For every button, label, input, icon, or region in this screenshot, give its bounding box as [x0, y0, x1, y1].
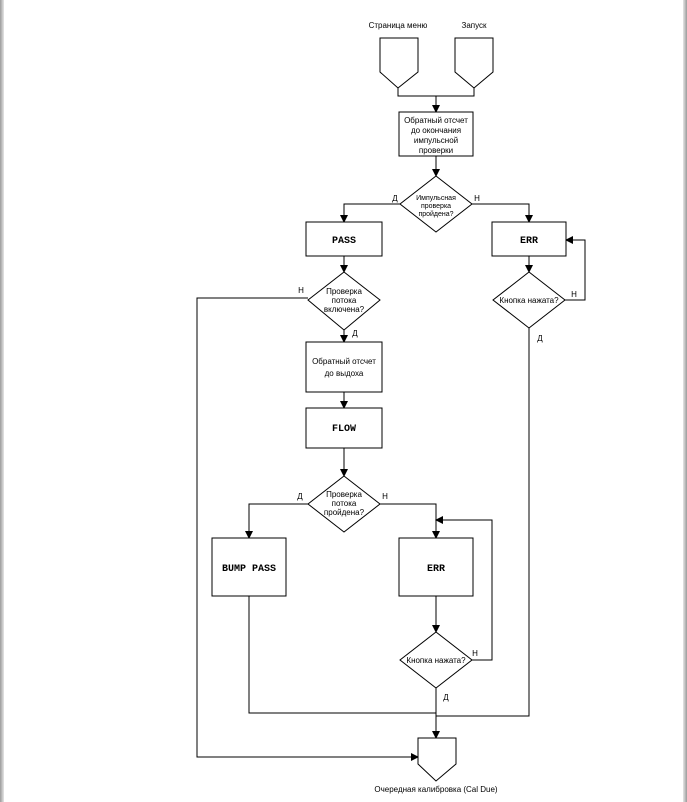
- bump-pass-label: BUMP PASS: [222, 564, 276, 575]
- pass-box: [305, 221, 383, 257]
- countdown-exhale-box: [305, 341, 383, 393]
- countdown-bump-line-1: Обратный отсчет: [404, 116, 468, 125]
- start-label: Запуск: [461, 21, 487, 30]
- cal-due-connector: [417, 737, 457, 782]
- flow-label: FLOW: [332, 424, 356, 435]
- button-right-label: Кнопка нажата?: [499, 296, 559, 305]
- flow-passed-line-2: потока: [332, 499, 357, 508]
- flow-passed-yes-label: Д: [297, 492, 303, 501]
- connector-bumpcheck-err: [472, 203, 533, 223]
- countdown-bump-line-4: проверки: [419, 146, 453, 155]
- button-lower-no-label: Н: [472, 649, 478, 658]
- connector-button2-loop: [435, 516, 493, 661]
- err-box-lower: [398, 537, 474, 597]
- button-lower-yes-label: Д: [443, 693, 449, 702]
- flow-check-line-3: включена?: [324, 305, 365, 314]
- connector-bumpcheck-pass: [340, 203, 400, 223]
- bump-check-decision: [399, 175, 473, 233]
- flow-check-no-label: Н: [298, 286, 304, 295]
- connector-flowpassed-bumppass: [245, 503, 308, 539]
- connector-button1-yes: [436, 328, 530, 717]
- cal-due-label: Очередная калибровка (Cal Due): [374, 785, 498, 794]
- bump-check-line-3: пройдена?: [418, 210, 453, 218]
- countdown-bump-line-2: до окончания: [411, 126, 461, 135]
- connector-bumppass-merge: [248, 596, 436, 714]
- bump-check-no-label: Н: [474, 194, 480, 203]
- page-edge-left: [0, 0, 4, 802]
- pass-label: PASS: [332, 236, 356, 247]
- flow-check-line-2: потока: [332, 296, 357, 305]
- flow-check-yes-label: Д: [352, 329, 358, 338]
- connector-menu-merge: [397, 88, 436, 97]
- flow-passed-decision: [307, 475, 381, 533]
- menu-page-label: Страница меню: [369, 21, 428, 30]
- bump-check-yes-label: Д: [392, 194, 398, 203]
- connector-start-merge: [436, 88, 475, 97]
- connector-flowcheck-no: [196, 297, 419, 761]
- start-connector: [454, 37, 494, 89]
- connector-button1-loop: [565, 236, 586, 301]
- flow-box: [305, 407, 383, 449]
- button-pressed-decision-lower: [399, 631, 473, 689]
- err-box-right: [491, 221, 567, 257]
- bump-pass-box: [211, 537, 287, 597]
- countdown-bump-line-3: импульсной: [414, 136, 458, 145]
- button-lower-label: Кнопка нажата?: [406, 656, 466, 665]
- button-right-yes-label: Д: [537, 334, 543, 343]
- flow-check-decision: [307, 271, 381, 331]
- menu-page-connector: [379, 37, 419, 89]
- flow-passed-line-1: Проверка: [326, 490, 362, 499]
- flow-check-line-1: Проверка: [326, 287, 362, 296]
- page-edge-right: [683, 0, 687, 802]
- flow-passed-no-label: Н: [382, 492, 388, 501]
- button-right-no-label: Н: [571, 290, 577, 299]
- err-right-label: ERR: [520, 236, 538, 247]
- connector-flowpassed-err2: [380, 503, 440, 539]
- bump-check-line-2: проверка: [421, 203, 451, 210]
- countdown-exhale-line-2: до выдоха: [325, 369, 364, 378]
- bump-check-line-1: Импульсная: [416, 195, 456, 202]
- flow-passed-line-3: пройдена?: [324, 508, 365, 517]
- countdown-bump-box: [398, 111, 474, 157]
- err-lower-label: ERR: [427, 564, 445, 575]
- connectors: [196, 88, 586, 761]
- countdown-exhale-line-1: Обратный отсчет: [312, 357, 376, 366]
- button-pressed-decision-right: [492, 271, 566, 329]
